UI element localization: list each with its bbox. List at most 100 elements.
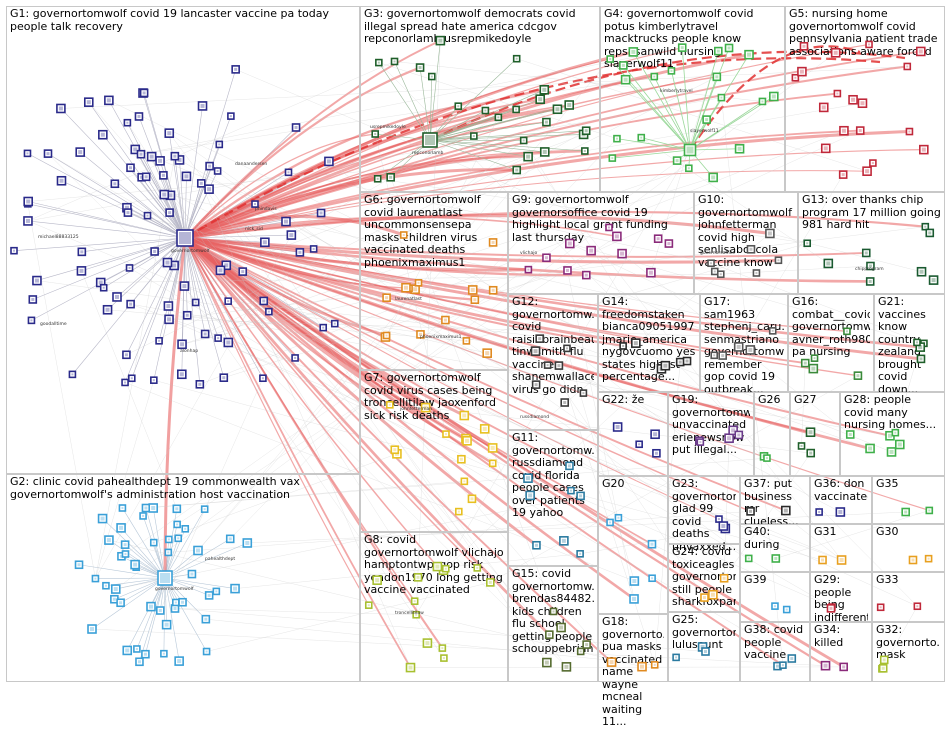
graph-node	[926, 229, 933, 236]
graph-node	[902, 509, 909, 516]
graph-node	[184, 312, 191, 319]
graph-node	[564, 345, 570, 351]
graph-node	[412, 598, 418, 604]
graph-node	[225, 298, 231, 304]
node-caption: pahealthdept	[205, 556, 235, 562]
node-caption: nick_sid	[245, 226, 263, 232]
graph-node	[163, 621, 171, 629]
graph-node	[713, 73, 720, 80]
graph-node	[287, 231, 295, 239]
graph-node	[151, 377, 157, 383]
graph-node	[171, 153, 178, 160]
graph-node	[673, 654, 679, 660]
graph-node	[482, 108, 488, 114]
graph-node	[88, 625, 96, 633]
graph-node	[526, 491, 534, 499]
node-caption: russdiamond	[520, 414, 549, 420]
graph-node	[173, 599, 179, 605]
graph-node	[193, 299, 199, 305]
node-caption: kimberlytravel	[660, 88, 693, 94]
graph-node	[918, 268, 926, 276]
node-caption: usrepmikedoyle	[370, 124, 406, 130]
graph-node	[580, 390, 586, 396]
graph-node	[766, 229, 774, 237]
graph-node	[652, 662, 658, 668]
graph-node	[709, 173, 717, 181]
node-caption: phoenixmaximus1	[420, 334, 462, 340]
graph-node	[719, 522, 727, 530]
graph-node	[76, 148, 84, 156]
graph-node	[840, 127, 848, 135]
graph-node	[103, 583, 109, 589]
graph-node	[228, 113, 234, 119]
graph-node	[101, 285, 107, 291]
graph-node	[188, 571, 195, 578]
graph-node	[917, 355, 924, 362]
graph-node	[463, 338, 469, 344]
graph-node	[583, 641, 590, 648]
graph-node	[165, 129, 173, 137]
graph-node	[266, 309, 272, 315]
graph-node	[632, 339, 640, 347]
graph-node	[119, 505, 125, 511]
graph-node	[629, 48, 637, 56]
graph-node	[111, 180, 118, 187]
graph-node	[847, 431, 854, 438]
graph-node	[442, 317, 449, 324]
graph-node	[149, 504, 157, 512]
graph-node	[231, 585, 239, 593]
graph-node	[105, 96, 113, 104]
graph-node	[820, 103, 828, 111]
graph-node	[582, 148, 588, 154]
graph-node	[674, 157, 681, 164]
graph-node	[490, 460, 496, 466]
graph-node	[536, 95, 544, 103]
graph-node	[858, 99, 866, 107]
graph-node	[24, 217, 32, 225]
graph-node	[127, 301, 134, 308]
graph-node	[711, 352, 717, 358]
graph-node	[844, 328, 850, 334]
graph-node	[177, 230, 193, 246]
graph-node	[436, 37, 444, 45]
graph-node	[583, 272, 590, 279]
graph-node	[615, 515, 621, 521]
graph-node	[914, 339, 920, 345]
graph-node	[232, 66, 239, 73]
graph-node	[647, 269, 655, 277]
graph-node	[134, 646, 140, 652]
graph-node	[415, 574, 422, 581]
graph-node	[147, 603, 155, 611]
graph-node	[78, 248, 85, 255]
graph-node	[914, 603, 920, 609]
graph-node	[892, 430, 898, 436]
graph-node	[685, 145, 696, 156]
graph-node	[513, 106, 519, 112]
graph-node	[460, 412, 468, 420]
graph-node	[320, 325, 326, 331]
graph-node	[565, 101, 573, 109]
graph-node	[206, 592, 213, 599]
graph-node	[495, 114, 501, 120]
graph-node	[216, 266, 224, 274]
graph-node	[838, 556, 846, 564]
graph-node	[926, 556, 932, 562]
graph-node	[870, 160, 876, 166]
graph-node	[824, 259, 832, 267]
graph-node	[293, 124, 300, 131]
graph-node	[143, 173, 150, 180]
graph-node	[157, 607, 164, 614]
graph-node	[175, 535, 181, 541]
graph-node	[566, 240, 574, 248]
graph-node	[239, 268, 246, 275]
graph-node	[417, 64, 424, 71]
graph-node	[721, 575, 728, 582]
graph-node	[99, 515, 107, 523]
graph-node	[622, 76, 630, 84]
graph-node	[917, 47, 925, 55]
graph-node	[822, 662, 830, 670]
graph-node	[165, 315, 173, 323]
graph-node	[804, 240, 810, 246]
graph-node	[463, 437, 471, 445]
graph-node	[703, 116, 710, 123]
